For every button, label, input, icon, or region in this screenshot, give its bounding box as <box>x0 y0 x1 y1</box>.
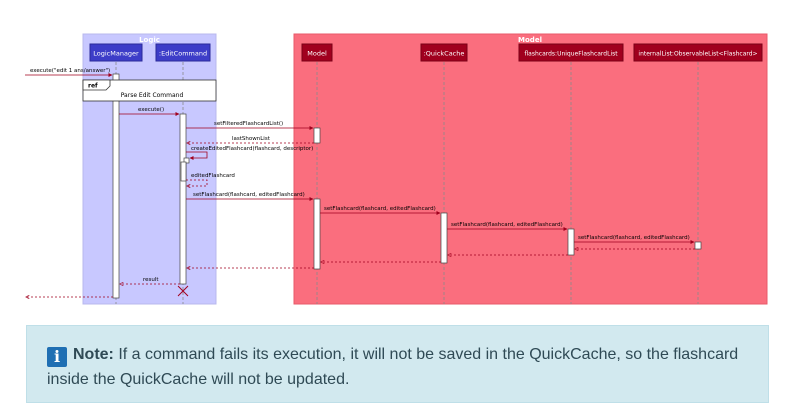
model-box-label: Model <box>518 36 542 44</box>
activation-flashcards <box>567 228 575 256</box>
participant-internallist <box>633 43 763 62</box>
participant-flashcards <box>518 43 624 62</box>
activation-logicmanager <box>112 73 120 299</box>
activation-editcommand-self-2 <box>180 161 187 182</box>
message-label-lastshownlist: lastShownList <box>232 136 271 142</box>
message-label-setflashcard-quickcache: setFlashcard(flashcard, editedFlashcard) <box>324 206 436 212</box>
participant-flashcards-label: flashcards:UniqueFlashcardList <box>524 51 618 58</box>
participant-model <box>301 43 333 62</box>
activation-model-1 <box>313 127 321 144</box>
ref-tag-shape <box>82 79 111 91</box>
activation-quickcache <box>440 212 448 264</box>
activation-editcommand <box>179 113 187 285</box>
message-label-setflashcard-internallist: setFlashcard(flashcard, editedFlashcard) <box>578 235 690 241</box>
note-text: If a command fails its execution, it wil… <box>47 346 739 388</box>
message-label-execute: execute() <box>138 107 164 113</box>
activation-internallist <box>694 241 702 250</box>
participant-logicmanager-label: LogicManager <box>93 50 139 58</box>
participant-internallist-label: internalList:ObservableList<Flashcard> <box>638 51 757 58</box>
destroy-mark <box>177 285 189 297</box>
activation-model-2 <box>313 198 321 270</box>
message-label-execute-edit: execute("edit 1 ans/answer") <box>30 68 110 74</box>
message-label-editedflashcard: editedFlashcard <box>191 173 235 179</box>
message-label-setfilteredflashcardlist: setFilteredFlashcardList() <box>214 121 283 127</box>
participant-model-label: Model <box>307 50 327 58</box>
message-label-setflashcard-uniquelist: setFlashcard(flashcard, editedFlashcard) <box>451 222 563 228</box>
ref-frame <box>82 79 217 102</box>
participant-logicmanager <box>89 43 143 62</box>
ref-tag: ref <box>88 83 98 90</box>
logic-box-label: Logic <box>139 36 160 44</box>
participant-editcommand-label: :EditCommand <box>159 50 207 58</box>
participant-quickcache <box>420 43 468 62</box>
info-icon: i <box>47 347 67 367</box>
message-label-createeditedflashcard: createEditedFlashcard(flashcard, descrip… <box>191 146 313 152</box>
note-callout: i Note: If a command fails its execution,… <box>26 325 769 403</box>
note-label: Note: <box>73 346 114 363</box>
participant-editcommand <box>155 43 211 62</box>
logic-box <box>82 33 217 305</box>
message-label-result: result <box>143 277 159 283</box>
message-arrow-createeditedflashcard <box>186 151 208 160</box>
message-arrow-editedflashcard <box>186 179 208 186</box>
ref-label: Parse Edit Command <box>121 92 184 99</box>
model-box <box>293 33 768 305</box>
activation-editcommand-self <box>183 157 190 164</box>
message-label-setflashcard-model: setFlashcard(flashcard, editedFlashcard) <box>193 192 305 198</box>
participant-quickcache-label: :QuickCache <box>424 50 465 58</box>
sequence-diagram: Logic Model LogicManager :EditCommand Mo… <box>25 33 768 305</box>
